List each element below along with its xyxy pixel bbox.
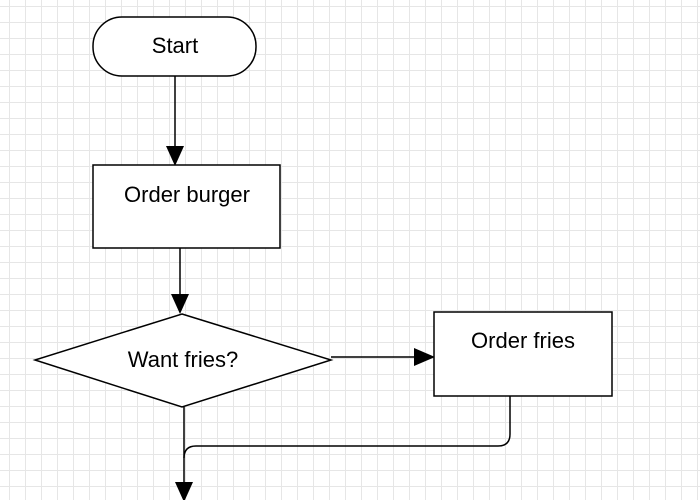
arrowhead	[166, 146, 184, 166]
arrowhead	[414, 348, 435, 366]
arrowhead	[171, 294, 189, 314]
arrowhead	[175, 482, 193, 500]
process-shape	[92, 164, 281, 249]
edge-want-fries-to-order-fries	[331, 348, 435, 366]
node-label-order-fries: Order fries	[471, 328, 575, 353]
terminator-shape	[92, 16, 257, 77]
edge-start-to-order-burger	[166, 76, 184, 166]
node-label-order-burger: Order burger	[124, 182, 250, 207]
edge-order-burger-to-want-fries	[171, 248, 189, 314]
decision-shape	[32, 313, 334, 408]
edge-order-fries-merge	[183, 396, 511, 459]
node-want-fries: Want fries?	[32, 313, 334, 408]
node-start: Start	[92, 16, 257, 77]
node-order-fries: Order fries	[433, 311, 613, 397]
node-label-start: Start	[152, 33, 198, 58]
edge-want-fries-down	[175, 407, 193, 500]
node-label-want-fries: Want fries?	[128, 347, 238, 372]
node-order-burger: Order burger	[92, 164, 281, 249]
process-shape	[433, 311, 613, 397]
